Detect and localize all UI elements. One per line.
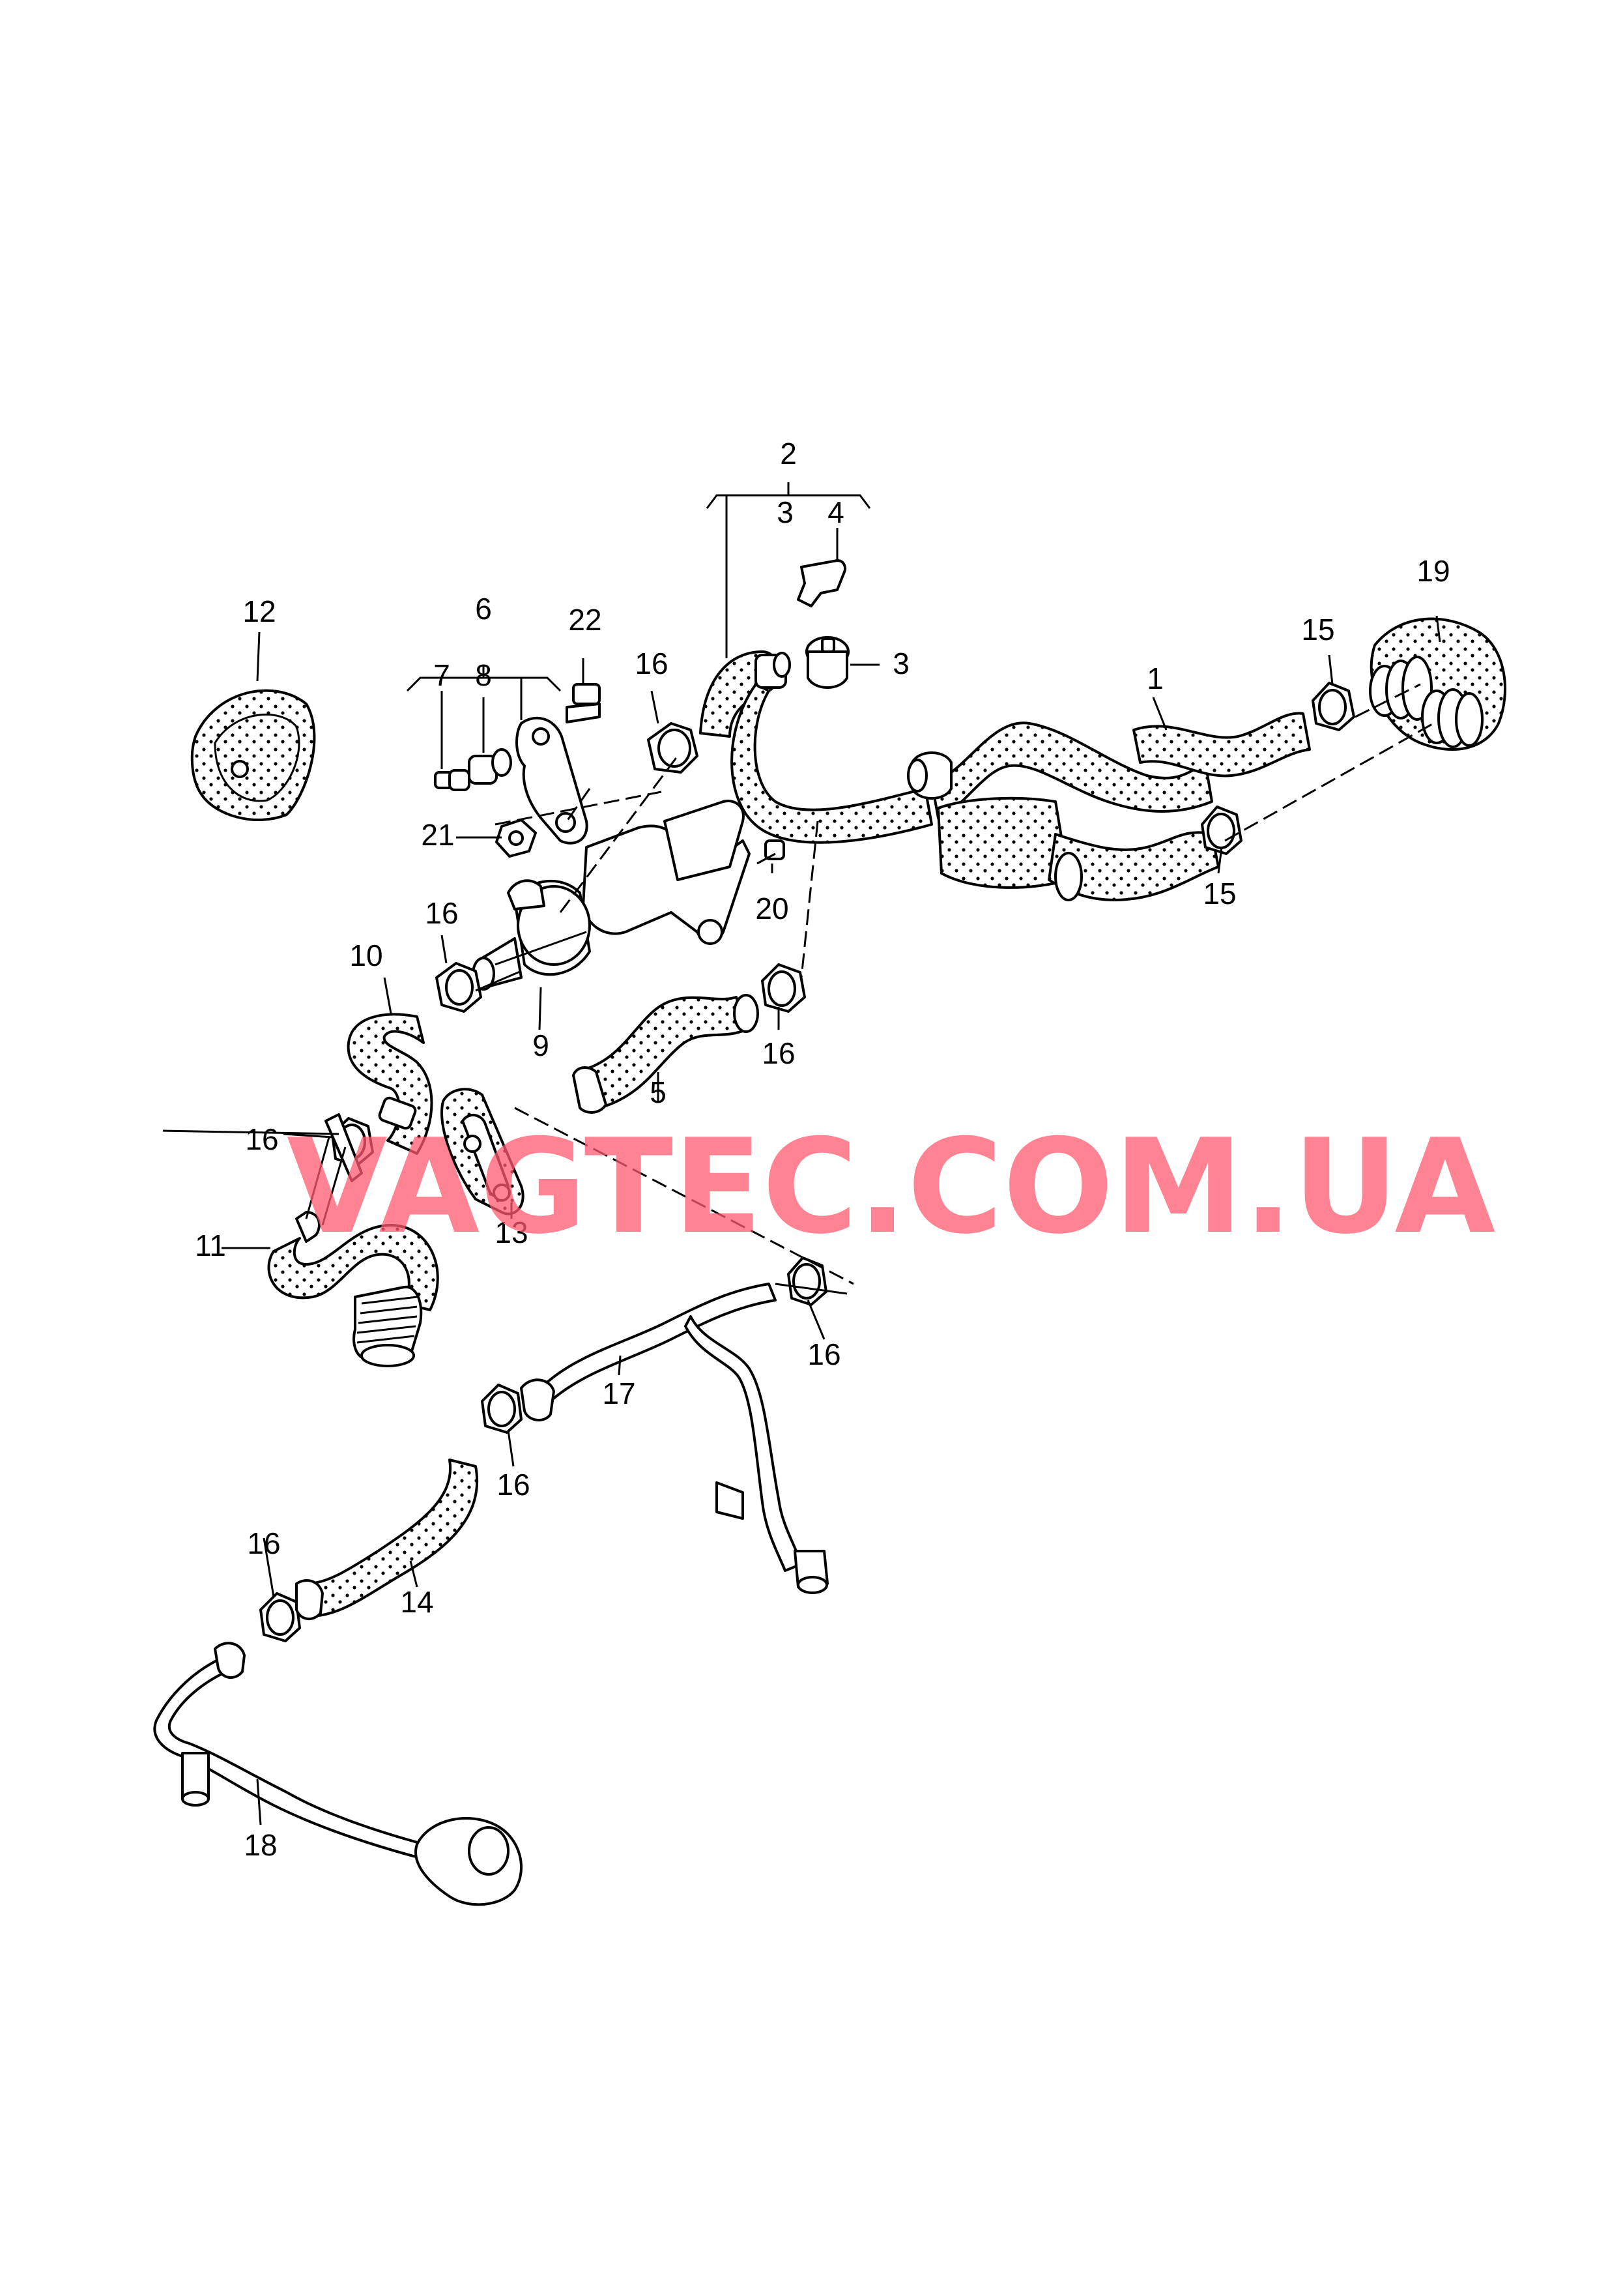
callout-1: 1 bbox=[1147, 661, 1164, 695]
part-3-cap bbox=[805, 636, 850, 689]
callout-16-hose5: 16 bbox=[762, 1036, 795, 1070]
part-10-hose bbox=[347, 1013, 433, 1155]
part-18-pipe bbox=[153, 1642, 523, 1906]
callout-18: 18 bbox=[244, 1828, 277, 1862]
callout-13: 13 bbox=[495, 1215, 528, 1249]
clamp-16-hose5 bbox=[761, 963, 806, 1013]
clamp-15-top bbox=[1312, 682, 1355, 731]
callout-10: 10 bbox=[349, 938, 382, 972]
callout-12: 12 bbox=[242, 594, 276, 628]
part-11-hose bbox=[267, 1113, 439, 1367]
clamp-16-pump bbox=[435, 962, 482, 1013]
callout-3-upper: 3 bbox=[777, 495, 794, 529]
callout-7: 7 bbox=[433, 658, 450, 692]
callout-16-low: 16 bbox=[247, 1526, 280, 1560]
clamp-16-right bbox=[787, 1257, 827, 1306]
callout-3-right: 3 bbox=[893, 647, 910, 680]
muffler-hose bbox=[937, 796, 1220, 901]
part-20-screw bbox=[756, 839, 785, 865]
part-5-hose bbox=[572, 994, 759, 1114]
callout-9: 9 bbox=[532, 1028, 549, 1062]
part-6-bracket bbox=[515, 716, 588, 845]
callout-15-top: 15 bbox=[1301, 613, 1334, 647]
callout-15-bottom: 15 bbox=[1203, 877, 1236, 910]
callout-21: 21 bbox=[421, 818, 454, 852]
watermark: VAGTEC.COM.UA bbox=[287, 1111, 1495, 1263]
callout-16-pump: 16 bbox=[425, 896, 458, 930]
callout-16-mid: 16 bbox=[496, 1468, 530, 1502]
callout-16-left: 16 bbox=[245, 1122, 278, 1156]
callout-22: 22 bbox=[568, 603, 601, 637]
callout-20: 20 bbox=[755, 892, 788, 925]
part-19-grommet bbox=[1369, 617, 1506, 751]
part-12-seal bbox=[190, 689, 316, 821]
part-4-clamp bbox=[797, 559, 846, 607]
part-1-hose bbox=[907, 712, 1311, 819]
clamp-15-bottom bbox=[1201, 806, 1242, 855]
callout-4: 4 bbox=[827, 495, 844, 529]
part-14-hose bbox=[295, 1459, 479, 1620]
clamp-16-low bbox=[259, 1592, 301, 1642]
part-7-bolt bbox=[434, 769, 470, 791]
guide-lines bbox=[162, 683, 1434, 1295]
callout-6: 6 bbox=[475, 592, 492, 626]
callout-2: 2 bbox=[780, 437, 797, 471]
callout-labels: 1 2 3 4 3 5 6 7 8 9 10 11 12 13 14 15 15… bbox=[195, 437, 1450, 1862]
callout-14: 14 bbox=[400, 1585, 433, 1619]
callout-16-upper: 16 bbox=[635, 647, 668, 680]
part-8-bushing bbox=[468, 748, 512, 785]
part-13-bracket bbox=[440, 1088, 524, 1215]
callout-5: 5 bbox=[650, 1075, 667, 1109]
callout-17: 17 bbox=[602, 1376, 635, 1410]
callout-8: 8 bbox=[475, 658, 492, 692]
clamp-16-upper bbox=[647, 722, 698, 774]
callout-16-right: 16 bbox=[807, 1337, 840, 1371]
part-22-bolt bbox=[566, 683, 601, 723]
callout-11: 11 bbox=[195, 1228, 226, 1262]
part-21-nut bbox=[495, 819, 537, 858]
part-9-pump bbox=[472, 800, 751, 991]
part-17-pipe bbox=[520, 1283, 829, 1594]
callout-19: 19 bbox=[1416, 554, 1450, 588]
part-2-hose bbox=[699, 650, 933, 844]
clamp-16-mid bbox=[481, 1384, 523, 1434]
